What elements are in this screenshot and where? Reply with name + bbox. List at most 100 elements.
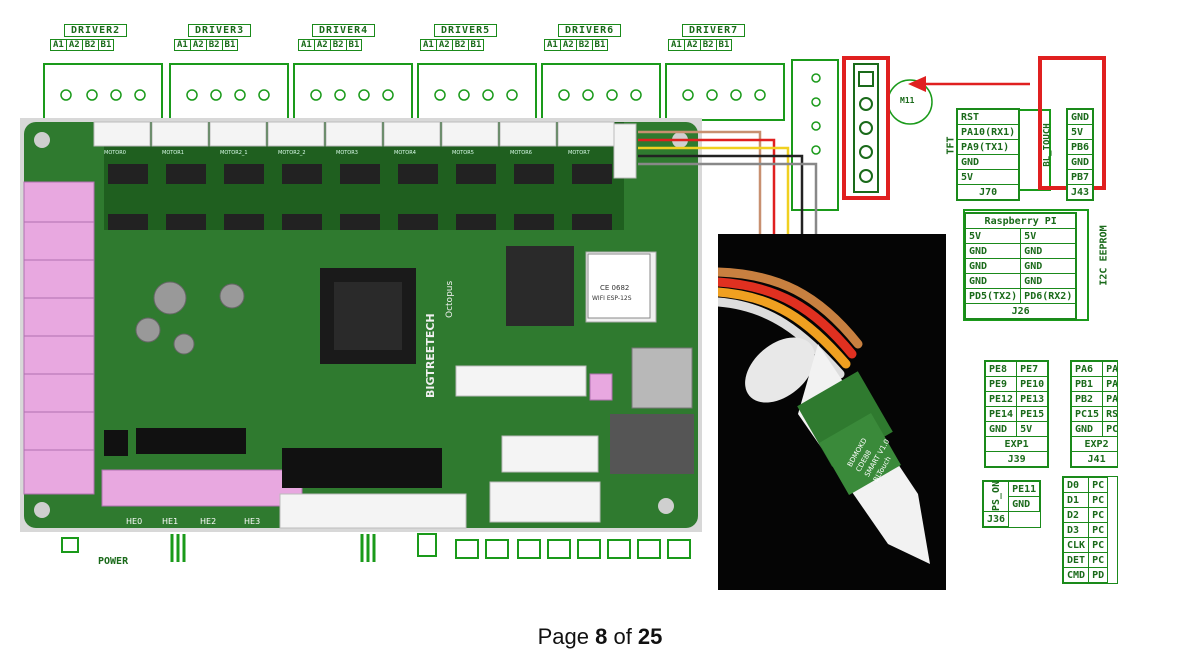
pin-cell: PB2 <box>1071 391 1104 407</box>
pin-cell: PE10 <box>1016 376 1049 392</box>
pin-cell: PD6(RX2) <box>1020 288 1077 304</box>
pin-cell: PC <box>1088 477 1109 493</box>
pin-cell: PA10(RX1) <box>956 124 1020 140</box>
driver-pin: B2 <box>451 39 469 51</box>
he3-label: HE3 <box>244 517 260 526</box>
pin-cell: PE13 <box>1016 391 1049 407</box>
j43-strip <box>853 63 879 193</box>
pin-cell: PE15 <box>1016 406 1049 422</box>
pin-cell: GND <box>1066 109 1094 125</box>
pin-cell: PE7 <box>1016 361 1049 377</box>
driver-pin: A2 <box>435 39 453 51</box>
connector-id: J70 <box>956 184 1020 200</box>
connector-id: J41 <box>1071 451 1117 467</box>
driver-title: DRIVER7 <box>682 24 746 37</box>
pin-cell: CLK <box>1063 537 1090 553</box>
bltouch-sensor-photo: BDMOKD CDE88 SMART V1.0 BLTouch <box>718 234 946 590</box>
motor-label: MOTOR7 <box>568 150 590 156</box>
pin-cell: D0 <box>1063 477 1090 493</box>
motor-label: MOTOR2_2 <box>278 150 306 156</box>
pin-cell: PC <box>1102 421 1117 437</box>
pin-cell: PC <box>1088 492 1109 508</box>
pin-cell: GND <box>984 421 1018 437</box>
pin-cell: PE11 <box>1008 481 1041 497</box>
pin-cell: GND <box>1071 421 1104 437</box>
pin-cell: D3 <box>1063 522 1090 538</box>
pin-cell: CMD <box>1063 567 1090 583</box>
pin-cell: PA6 <box>1071 361 1104 377</box>
power-label: POWER <box>98 556 129 567</box>
driver-pin: B1 <box>97 39 115 51</box>
pin-cell: PE8 <box>984 361 1018 377</box>
highlight-j43-header <box>842 56 890 200</box>
model-label: Octopus <box>445 281 455 318</box>
pin-cell: 5V <box>1066 124 1094 140</box>
driver-pin: B1 <box>221 39 239 51</box>
connector-id: J26 <box>964 303 1077 319</box>
raspberry-title: Raspberry PI <box>964 213 1077 229</box>
pin-cell: GND <box>1008 496 1041 512</box>
pin-cell: PD5(TX2) <box>964 288 1022 304</box>
tft-label: TFT <box>945 136 957 155</box>
driver-pin: B1 <box>467 39 485 51</box>
ce-label: CE 0682 <box>600 284 629 292</box>
pin-cell: PC <box>1088 507 1109 523</box>
pin-cell: 5V <box>964 228 1022 244</box>
motor-label: MOTOR0 <box>104 150 126 156</box>
pin-cell: 5V <box>1020 228 1077 244</box>
pin-cell: RST <box>956 109 1020 125</box>
pin-cell: PC <box>1088 552 1109 568</box>
pin-cell: DET <box>1063 552 1090 568</box>
driver-title: DRIVER5 <box>434 24 498 37</box>
wifi-label: WIFI ESP-12S <box>592 295 632 302</box>
connector-id: EXP1 <box>984 436 1049 452</box>
motor-label: MOTOR5 <box>452 150 474 156</box>
pin-cell: PE14 <box>984 406 1018 422</box>
connector-id: J39 <box>984 451 1049 467</box>
connector-id: J43 <box>1066 184 1094 200</box>
driver-pin: A1 <box>174 39 191 51</box>
pin-cell: GND <box>1020 258 1077 274</box>
ps-on-label: PS_ON <box>983 481 1009 512</box>
driver-pin: B1 <box>345 39 363 51</box>
pin-cell: 5V <box>956 169 1020 185</box>
pin-cell: PA <box>1102 376 1117 392</box>
current-page: 8 <box>595 624 608 649</box>
pin-cell: 5V <box>1016 421 1049 437</box>
he1-label: HE1 <box>162 517 178 526</box>
motor-label: MOTOR2_1 <box>220 150 248 156</box>
motor-label: MOTOR4 <box>394 150 416 156</box>
driver-title: DRIVER3 <box>188 24 252 37</box>
i2c-eeprom-label: I2C EEPROM <box>1098 225 1110 286</box>
connector-id: EXP2 <box>1071 436 1117 452</box>
he0-label: HE0 <box>126 517 142 526</box>
octopus-board: BIGTREETECH Octopus HE0 HE1 HE2 HE3 WIFI… <box>20 118 702 532</box>
he2-label: HE2 <box>200 517 216 526</box>
driver-pin: B2 <box>575 39 593 51</box>
connector-id: J36 <box>982 511 1010 527</box>
pin-cell: PE9 <box>984 376 1018 392</box>
pin-cell: GND <box>956 154 1020 170</box>
footer-mid: of <box>607 624 638 649</box>
pin-cell: PB7 <box>1066 169 1094 185</box>
pin-cell: RS <box>1102 406 1117 422</box>
pin-cell: GND <box>964 258 1022 274</box>
pin-cell: PA9(TX1) <box>956 139 1020 155</box>
pin-cell: PC15 <box>1071 406 1104 422</box>
brand-label: BIGTREETECH <box>424 313 437 398</box>
pin-cell: D2 <box>1063 507 1090 523</box>
footer-prefix: Page <box>537 624 596 649</box>
motor-label: MOTOR3 <box>336 150 358 156</box>
driver-title: DRIVER2 <box>64 24 128 37</box>
driver-title: DRIVER6 <box>558 24 622 37</box>
pin-cell: GND <box>1020 273 1077 289</box>
pin-cell: GND <box>1020 243 1077 259</box>
page-footer: Page 8 of 25 <box>0 624 1200 650</box>
driver-pin: B1 <box>591 39 609 51</box>
